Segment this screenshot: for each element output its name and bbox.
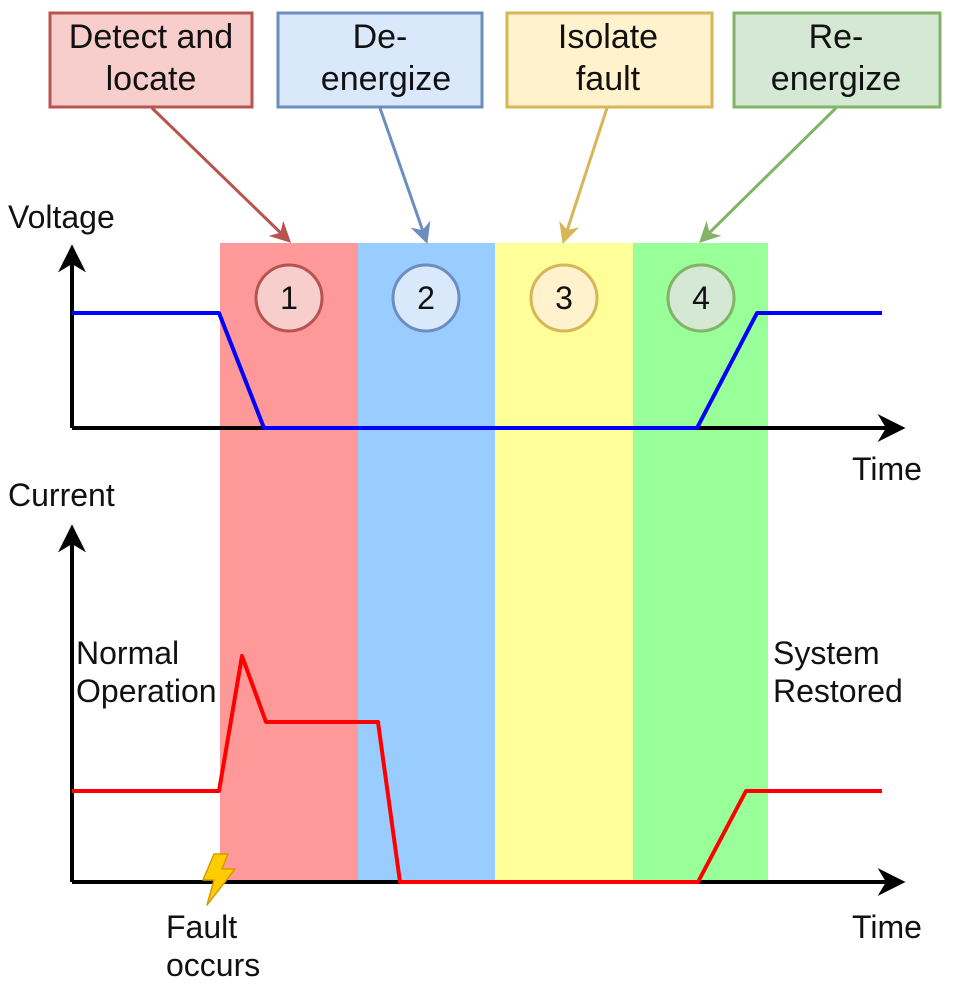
step-band-4 [633,243,768,881]
step-box-2-line-2: energize [321,60,451,98]
step-box-4: Re- energize [732,11,942,109]
connector-arrow-2 [378,107,431,244]
voltage-time-label: Time [852,451,922,487]
step-box-3: Isolate fault [505,11,714,109]
step-number-1-label: 1 [280,280,298,316]
fault-occurs-line-2: occurs [166,947,260,983]
normal-operation-line-1: Normal [76,635,179,671]
step-band-3 [495,243,633,881]
fault-occurs-line-1: Fault [166,909,237,945]
step-number-2-label: 2 [417,280,435,316]
step-number-1: 1 [254,263,324,333]
connector-arrow-1 [150,106,292,243]
step-band-1 [220,243,358,881]
fault-occurs-label: Fault occurs [166,909,260,983]
connector-arrow-4 [699,106,838,243]
normal-operation-label: Normal Operation [76,635,217,709]
step-box-1-line-1: Detect and [69,18,233,56]
voltage-trace [72,311,882,430]
step-number-4: 4 [666,263,736,333]
step-number-2: 2 [391,263,461,333]
system-restored-label: System Restored [773,635,903,709]
step-number-3: 3 [529,263,599,333]
step-connectors [150,106,838,244]
step-number-3-label: 3 [555,280,573,316]
step-box-1-line-2: locate [106,60,197,98]
system-restored-line-1: System [773,635,880,671]
step-box-2: De- energize [276,11,484,109]
step-box-2-line-1: De- [353,18,408,56]
connector-arrow-3 [559,107,609,244]
current-trace [72,654,882,884]
system-restored-line-2: Restored [773,673,903,709]
step-box-4-line-1: Re- [809,18,864,56]
current-axis-label: Current [8,477,115,513]
current-time-label: Time [852,909,922,945]
lightning-bolt-icon [202,853,236,906]
step-box-3-line-2: fault [576,60,641,98]
voltage-axis-label: Voltage [8,199,115,235]
step-box-4-line-2: energize [771,60,901,98]
step-box-1: Detect and locate [48,11,254,109]
step-bands [220,243,768,881]
step-band-2 [358,243,495,881]
step-box-3-line-1: Isolate [558,18,658,56]
step-number-4-label: 4 [692,280,710,316]
normal-operation-line-2: Operation [76,673,217,709]
